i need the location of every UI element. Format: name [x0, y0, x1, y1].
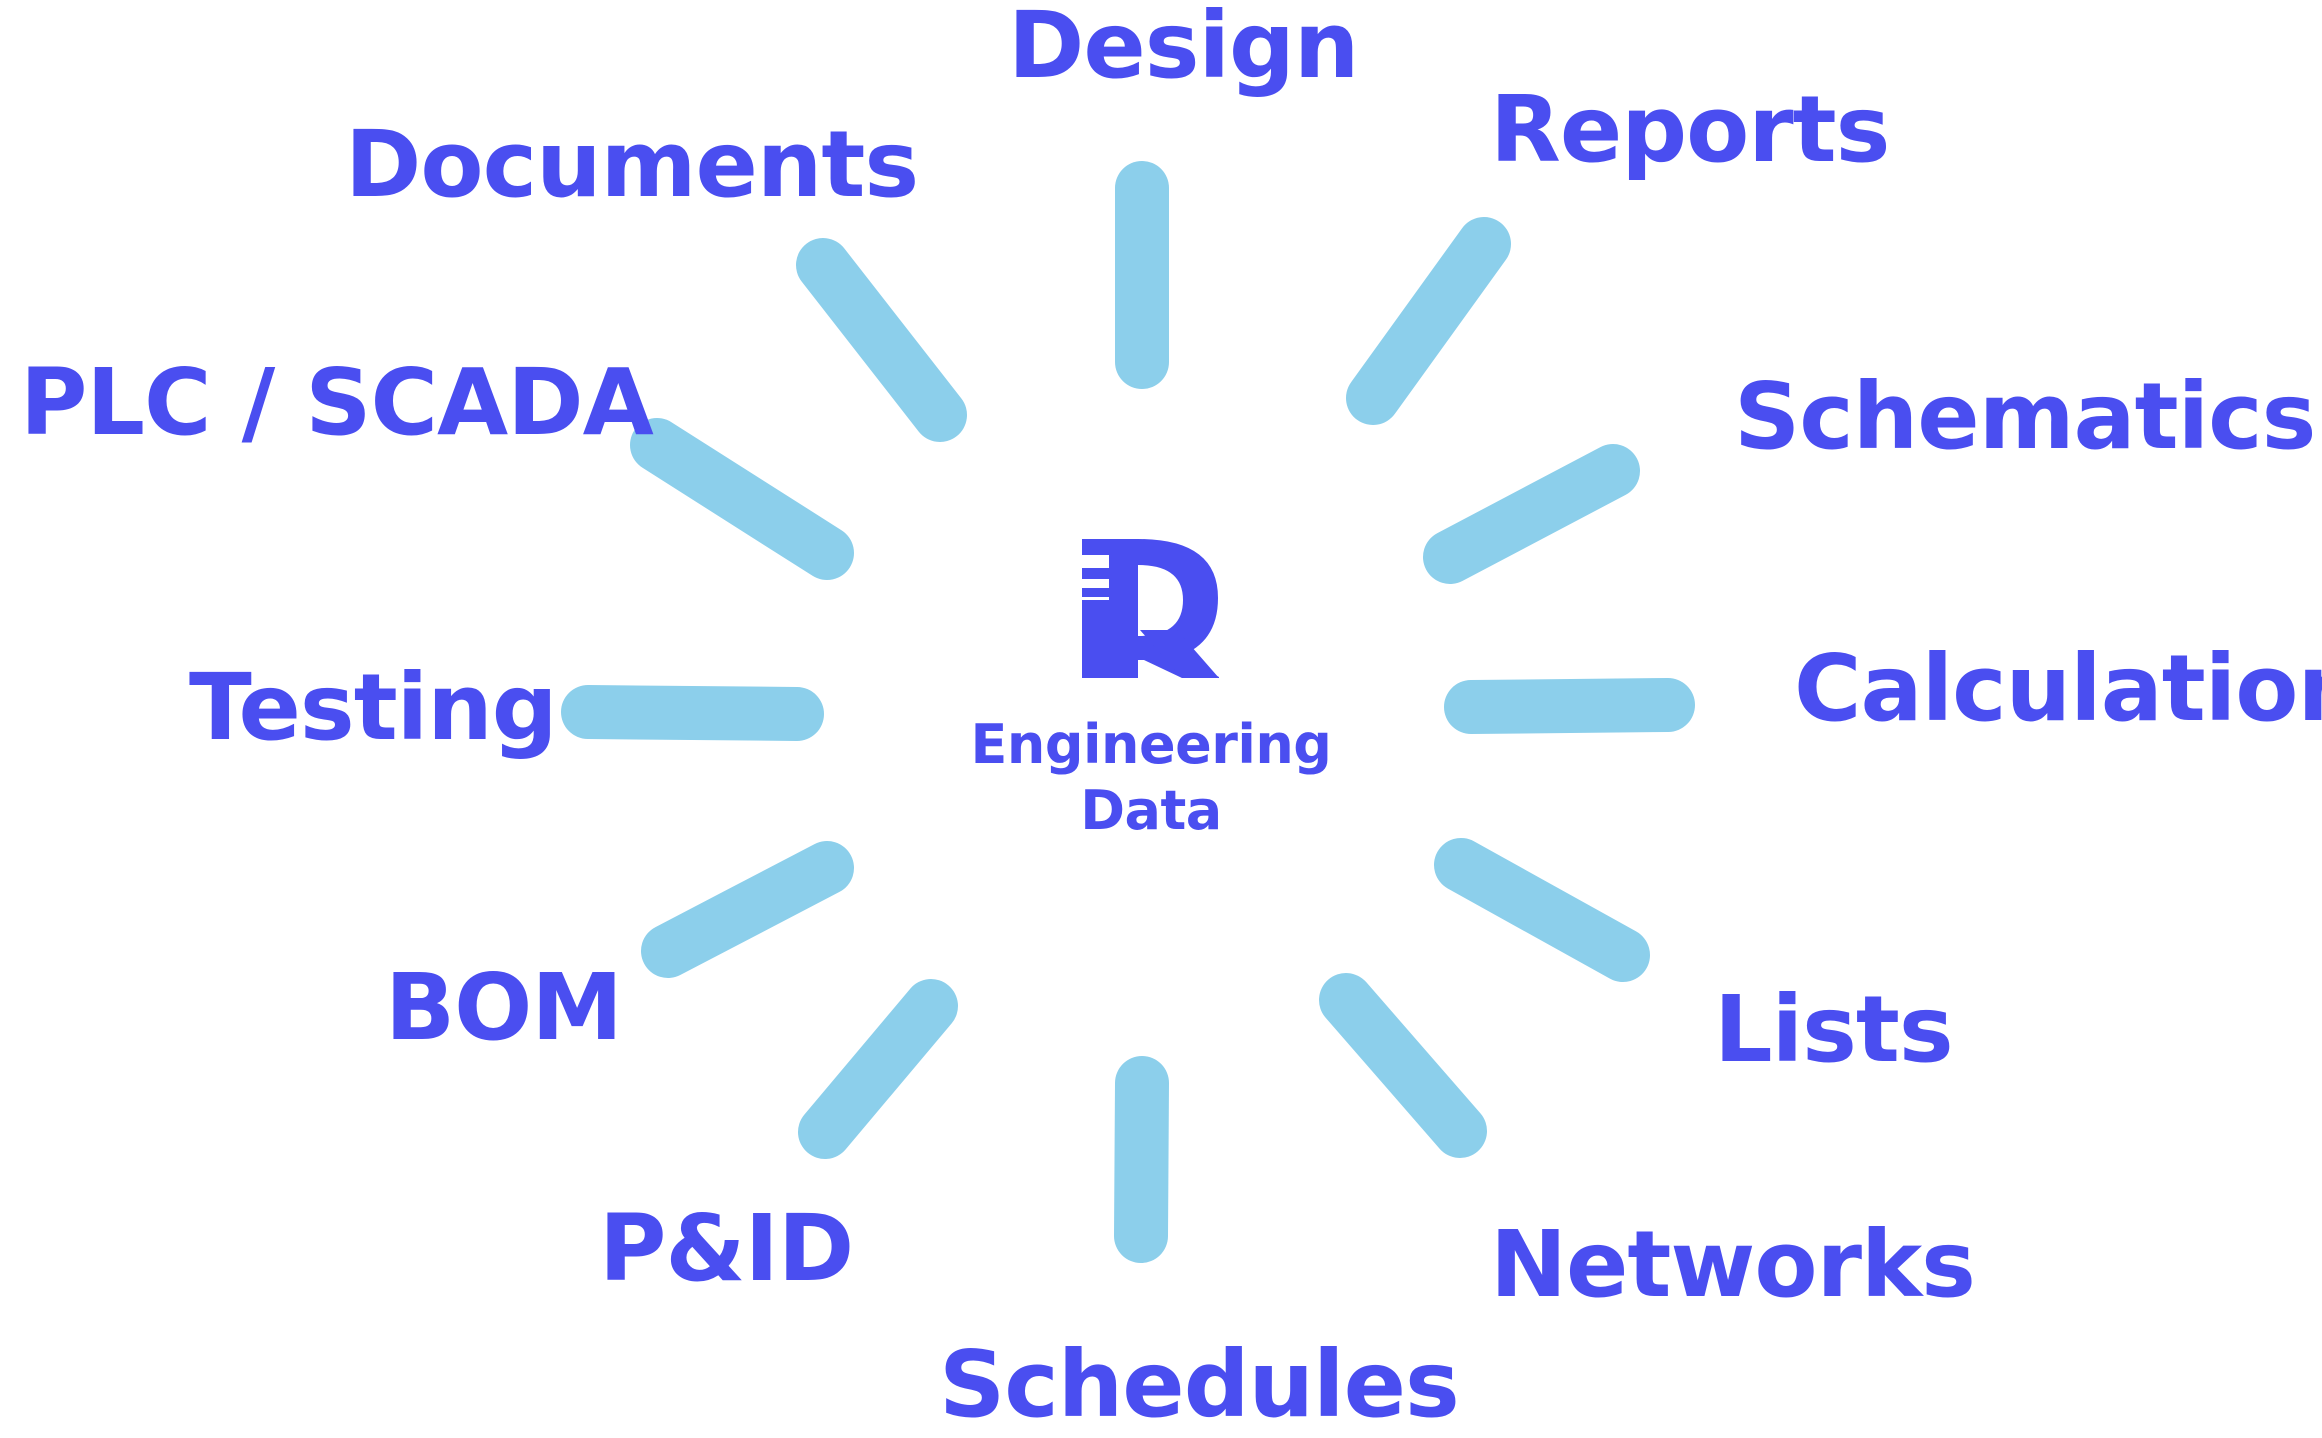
label-design: Design — [1008, 0, 1359, 99]
spoke-reports — [1346, 217, 1511, 425]
logo-bar-bottom — [1082, 588, 1109, 597]
logo-stem — [1082, 600, 1138, 678]
label-plc-scada: PLC / SCADA — [20, 349, 654, 456]
spoke-schematics — [1423, 444, 1640, 584]
logo-leg — [1140, 630, 1219, 678]
r-logo-icon — [1082, 539, 1219, 678]
label-schedules: Schedules — [939, 1331, 1460, 1438]
spokes — [561, 161, 1695, 1263]
label-pid: P&ID — [599, 1195, 854, 1302]
label-lists: Lists — [1714, 976, 1954, 1083]
spoke-testing — [561, 685, 824, 741]
label-documents: Documents — [345, 111, 919, 218]
spoke-networks — [1319, 973, 1487, 1158]
label-calculations: Calculations — [1794, 635, 2322, 742]
label-bom: BOM — [385, 954, 623, 1061]
spoke-bom — [641, 841, 854, 978]
spoke-pid — [798, 979, 958, 1159]
logo-bar-top — [1082, 539, 1109, 555]
spoke-calculations — [1444, 678, 1695, 734]
spoke-plc-scada — [630, 418, 854, 580]
center-title-line1: Engineering — [970, 713, 1332, 776]
center-title-line2: Data — [1080, 779, 1222, 842]
spoke-schedules — [1114, 1056, 1169, 1263]
spoke-documents — [796, 238, 967, 442]
label-testing: Testing — [189, 654, 558, 761]
label-schematics: Schematics — [1734, 363, 2316, 470]
logo-bar-middle — [1082, 568, 1109, 579]
label-networks: Networks — [1490, 1211, 1976, 1318]
spoke-lists — [1434, 838, 1650, 982]
label-reports: Reports — [1490, 76, 1890, 183]
